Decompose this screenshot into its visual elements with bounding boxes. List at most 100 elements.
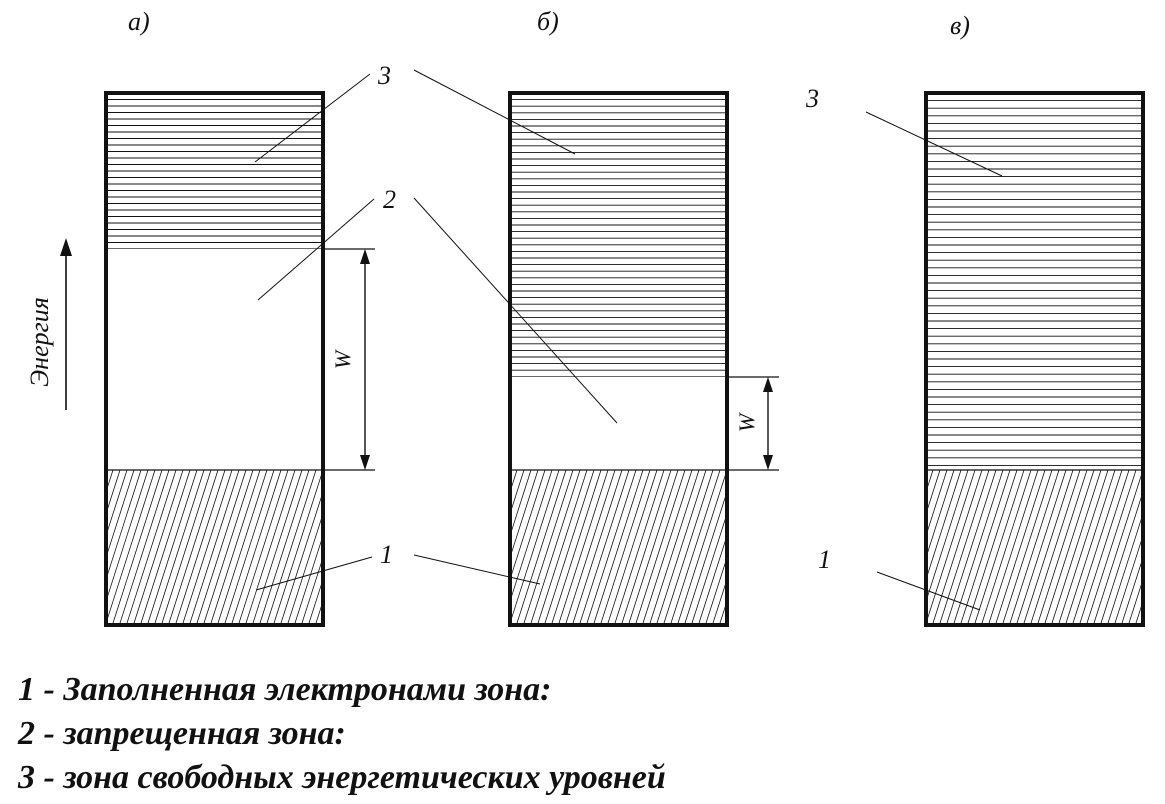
panel-a: а) W 3 2 1 — [104, 7, 421, 627]
panel-a-filled-hatch-line — [106, 470, 142, 581]
panel-b-filled-hatch-line — [670, 470, 721, 625]
panel-a-filled-hatch-line — [308, 578, 323, 625]
panel-c-filled-hatch-line — [946, 470, 997, 625]
panel-b-filled-hatch-line — [510, 470, 511, 472]
energy-arrow-up-icon — [60, 238, 72, 256]
panel-b-filled-hatch-line — [516, 470, 567, 625]
panel-c-filled-hatch-line — [926, 470, 941, 516]
panel-c-filled-band — [926, 470, 1165, 625]
panel-a-label-3: 3 — [377, 61, 391, 90]
panel-a-filled-hatch-line — [231, 470, 282, 625]
panel-b-filled-hatch-line — [510, 470, 539, 559]
panel-b-filled-hatch-line — [656, 470, 707, 625]
panel-b-filled-hatch-line — [510, 470, 560, 625]
panel-b-gap-zone — [510, 377, 727, 470]
panel-a-filled-hatch-line — [210, 470, 261, 625]
panel-b-filled-hatch-line — [768, 470, 818, 625]
panel-c-filled-hatch-line — [1030, 470, 1081, 625]
panel-c-filled-hatch-line — [1121, 556, 1143, 625]
panel-b-gap-symbol: W — [734, 412, 759, 432]
panel-a-arrow-down-icon — [360, 455, 370, 470]
panel-a-filled-hatch-line — [119, 470, 170, 625]
panel-a-filled-hatch-line — [106, 470, 135, 559]
panel-a-filled-hatch-line — [154, 470, 205, 625]
panel-a-filled-hatch-line — [329, 470, 379, 625]
panel-b-filled-hatch-line — [510, 470, 532, 537]
panel-b-arrow-up-icon — [763, 377, 773, 392]
panel-c-filled-hatch-line — [1023, 470, 1074, 625]
panel-a-leader-3 — [254, 73, 371, 163]
panel-b-leader-1 — [413, 554, 541, 585]
legend-item-1: 1 - Заполненная электронами зона: — [18, 671, 552, 708]
panel-a-filled-hatch-line — [147, 470, 198, 625]
panel-b-filled-hatch-line — [537, 470, 588, 625]
panel-b-filled-hatch-line — [510, 470, 525, 516]
legend-item-3: 3 - зона свободных энергетических уровне… — [18, 759, 666, 796]
panel-b-filled-hatch-line — [544, 470, 595, 625]
panel-b-filled-hatch-line — [726, 621, 727, 625]
panel-c-filled-hatch-line — [926, 470, 955, 559]
panel-c-filled-hatch-line — [995, 470, 1046, 625]
panel-a-filled-hatch-line — [175, 470, 226, 625]
panel-c-filled-hatch-line — [1135, 599, 1143, 625]
panel-a-filled-hatch-line — [106, 470, 121, 516]
panel-a-filled-hatch-line — [217, 470, 268, 625]
panel-a-filled-hatch-line — [371, 470, 421, 625]
panel-b-filled-hatch-line — [607, 470, 658, 625]
panel-a-free-band — [106, 99, 323, 243]
panel-a-frame — [104, 91, 325, 627]
panel-c-leader-3 — [865, 111, 1003, 177]
panel-a-filled-hatch-line — [322, 621, 323, 625]
panel-c-filled-hatch-line — [932, 470, 983, 625]
panel-a-filled-hatch-line — [245, 470, 296, 625]
panel-c-filled-hatch-line — [1058, 470, 1109, 625]
panel-b-filled-hatch-line — [530, 470, 581, 625]
panel-b-filled-hatch-line — [642, 470, 693, 625]
panel-b: б) W — [413, 7, 818, 627]
panel-c-filled-hatch-line — [926, 470, 962, 581]
panel-c-filled-hatch-line — [926, 470, 948, 537]
panel-b-filled-hatch-line — [677, 470, 727, 625]
panel-a-filled-hatch-line — [168, 470, 219, 625]
panel-b-filled-hatch-line — [628, 470, 679, 625]
panel-a-leader-2 — [257, 198, 375, 301]
panel-a-filled-hatch-line — [161, 470, 212, 625]
panel-a-filled-hatch-line — [287, 512, 323, 625]
panel-b-filled-hatch-line — [565, 470, 616, 625]
panel-a-filled-hatch-line — [266, 470, 317, 625]
panel-c-filled-hatch-line — [1086, 470, 1137, 625]
panel-a-arrow-up-icon — [360, 249, 370, 264]
panel-b-filled-hatch-line — [761, 470, 811, 625]
panel-b-filled-hatch-line — [712, 578, 727, 625]
panel-c-filled-hatch-line — [1128, 578, 1143, 625]
panel-a-caption: а) — [128, 7, 150, 36]
panel-b-filled-hatch-line — [733, 470, 783, 625]
panel-c-filled-hatch-line — [1114, 534, 1143, 625]
panel-a-filled-hatch-line — [238, 470, 289, 625]
panel-c-filled-hatch-line — [981, 470, 1032, 625]
panel-a-filled-hatch-line — [182, 470, 233, 625]
panel-a-filled-hatch-line — [106, 470, 107, 472]
panel-b-filled-hatch-line — [614, 470, 665, 625]
panel-a-filled-hatch-line — [336, 470, 386, 625]
panel-c-filled-hatch-line — [1016, 470, 1067, 625]
legend-item-2: 2 - запрещенная зона: — [18, 715, 346, 752]
panel-b-filled-hatch-line — [635, 470, 686, 625]
panel-c-label-3: 3 — [805, 84, 819, 113]
panel-b-filled-hatch-line — [663, 470, 714, 625]
panel-c-filled-hatch-line — [1093, 470, 1143, 625]
panel-a-filled-hatch-line — [106, 470, 128, 537]
panel-c-filled-hatch-line — [1051, 470, 1102, 625]
panel-b-arrow-down-icon — [763, 455, 773, 470]
panel-a-filled-hatch-line — [106, 470, 156, 625]
panel-a-filled-hatch-line — [126, 470, 177, 625]
panel-c-filled-hatch-line — [1149, 470, 1165, 625]
panel-a-filled-band — [106, 470, 421, 625]
panel-b-filled-hatch-line — [523, 470, 574, 625]
panel-c-filled-hatch-line — [1065, 470, 1116, 625]
panel-c-frame — [924, 91, 1145, 627]
panel-b-filled-hatch-line — [740, 470, 790, 625]
panel-a-filled-hatch-line — [140, 470, 191, 625]
panel-b-filled-hatch-line — [572, 470, 623, 625]
panel-c-filled-hatch-line — [1079, 470, 1130, 625]
